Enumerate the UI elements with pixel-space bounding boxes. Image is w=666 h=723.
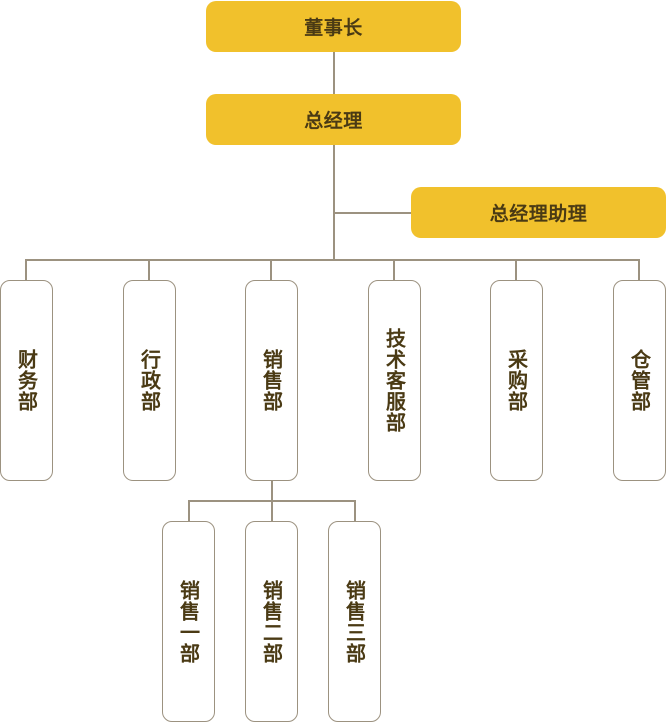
subdepartment-label: 销售一部	[176, 579, 201, 664]
subdepartment-label: 销售二部	[259, 579, 284, 664]
node-general-manager-label: 总经理	[304, 110, 363, 132]
connector-dept-1	[25, 259, 27, 280]
department-label: 采购部	[504, 349, 529, 412]
connector-dept-5	[515, 259, 517, 280]
connector-sub-1	[188, 500, 190, 521]
node-department: 技术客服部	[368, 280, 421, 481]
node-department: 财务部	[0, 280, 53, 481]
node-department: 行政部	[123, 280, 176, 481]
department-label: 行政部	[137, 349, 162, 412]
connector-assistant	[333, 212, 411, 214]
connector-dept-4	[393, 259, 395, 280]
node-chairman-label: 董事长	[304, 17, 363, 39]
node-department: 仓管部	[613, 280, 666, 481]
department-label: 仓管部	[627, 349, 652, 412]
connector-departments-bus	[25, 259, 639, 261]
node-general-manager: 总经理	[206, 94, 461, 145]
connector-dept-2	[148, 259, 150, 280]
node-chairman: 董事长	[206, 1, 461, 52]
node-sales-subdepartment: 销售二部	[245, 521, 298, 722]
department-label: 技术客服部	[382, 328, 407, 433]
connector-gm-trunk	[333, 145, 335, 259]
node-department: 销售部	[245, 280, 298, 481]
department-label: 销售部	[259, 349, 284, 412]
node-gm-assistant-label: 总经理助理	[489, 203, 588, 225]
connector-sub-3	[354, 500, 356, 521]
node-department: 采购部	[490, 280, 543, 481]
department-label: 财务部	[14, 349, 39, 412]
node-sales-subdepartment: 销售一部	[162, 521, 215, 722]
connector-dept-6	[638, 259, 640, 280]
node-sales-subdepartment: 销售三部	[328, 521, 381, 722]
connector-dept-3	[270, 259, 272, 280]
subdepartment-label: 销售三部	[342, 579, 367, 664]
connector-chairman-gm	[333, 52, 335, 94]
node-gm-assistant: 总经理助理	[411, 187, 666, 238]
connector-sales-bus	[188, 500, 354, 502]
